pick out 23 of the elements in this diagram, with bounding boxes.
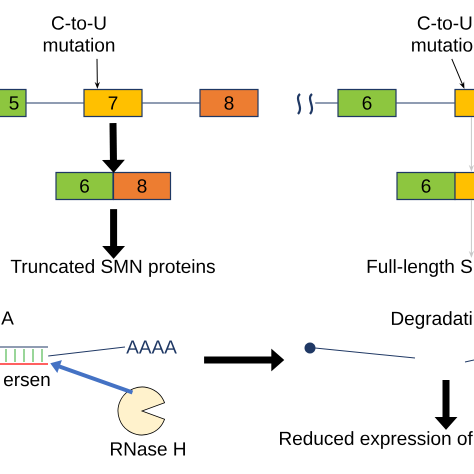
enzyme-label: RNase H: [111, 442, 185, 456]
exon-box: 8: [112, 172, 172, 200]
exon-box: [454, 88, 474, 118]
caption-text: ersen: [4, 376, 50, 386]
caption-text: Truncated SMN proteins: [10, 259, 215, 277]
caption-text: Full-length S: [368, 259, 472, 277]
exon-box: 6: [396, 172, 456, 200]
caption-text: C-to-U mutatio: [412, 16, 472, 52]
cap-dot: [304, 342, 316, 354]
exon-box: 6: [55, 172, 114, 200]
break-symbol: [296, 92, 314, 116]
part-label: A: [1, 311, 14, 325]
enzyme-drawing: [118, 386, 165, 436]
caption-text: Reduced expression of: [280, 431, 473, 449]
exon-box: 7: [83, 88, 143, 118]
exon-box: 5: [0, 88, 27, 118]
exon-box: 8: [199, 88, 259, 118]
exon-box: [454, 172, 474, 200]
caption-text: C-to-U mutation: [44, 16, 114, 52]
caption-text: AAAA: [126, 340, 177, 354]
antisense-drawing: [0, 346, 48, 365]
part-label: Degradati: [392, 311, 472, 329]
exon-box: 6: [337, 88, 397, 118]
